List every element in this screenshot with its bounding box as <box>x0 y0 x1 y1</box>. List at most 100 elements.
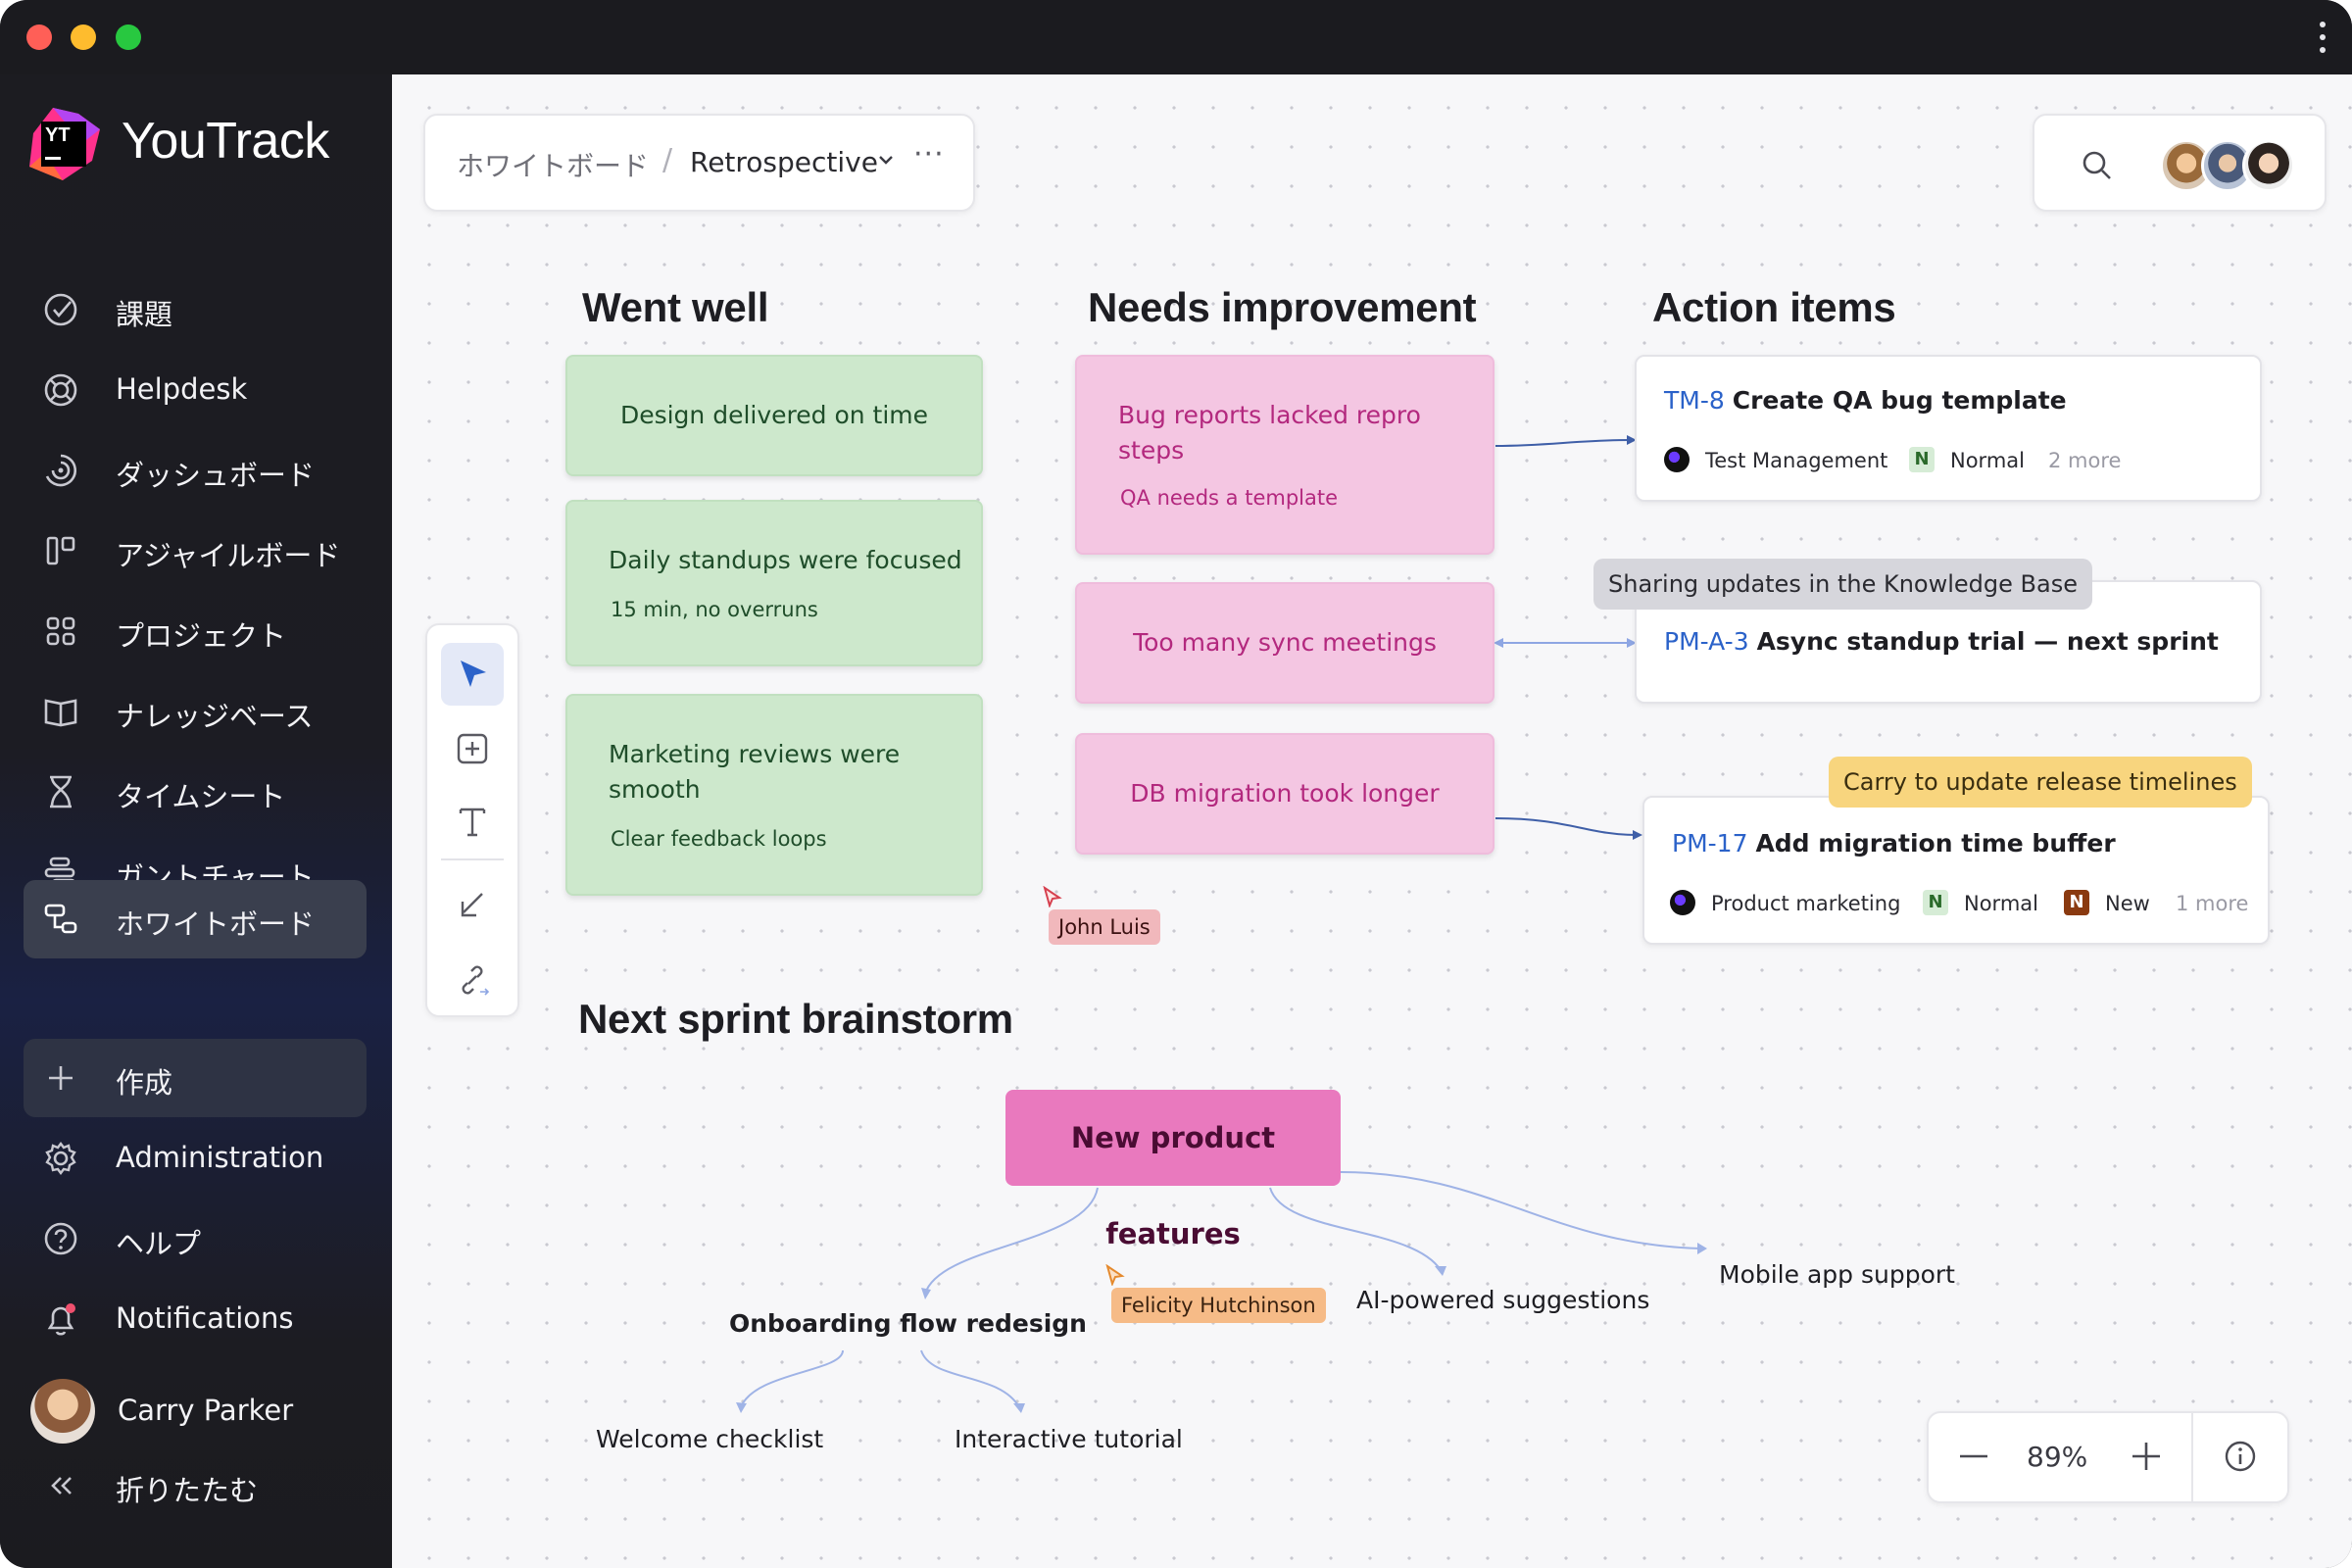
breadcrumb-current[interactable]: Retrospective <box>690 146 878 178</box>
info-icon[interactable] <box>2223 1439 2258 1474</box>
project-icon <box>1670 890 1695 915</box>
sticky-text: Too many sync meetings <box>1133 628 1437 657</box>
sticky-note[interactable]: Marketing reviews were smooth Clear feed… <box>565 694 983 896</box>
section-title-action-items: Action items <box>1652 284 1896 330</box>
issue-card[interactable]: TM-8 Create QA bug template Test Managem… <box>1635 355 2262 502</box>
zoom-in-button[interactable] <box>2129 1439 2164 1474</box>
mindmap-node[interactable]: Onboarding flow redesign <box>729 1309 1087 1338</box>
add-element-tool[interactable] <box>441 717 504 780</box>
issue-title[interactable]: PM-17 Add migration time buffer <box>1672 829 2116 858</box>
breadcrumb-root[interactable]: ホワイトボード <box>457 150 650 182</box>
sidebar-item-timesheets[interactable]: タイムシート <box>24 753 367 831</box>
sticky-text: DB migration took longer <box>1130 779 1440 808</box>
collapse-button[interactable]: 折りたたむ <box>24 1446 367 1525</box>
issue-id[interactable]: TM-8 <box>1664 386 1725 415</box>
svg-text:YT: YT <box>45 124 71 146</box>
zoom-controls: 89% <box>1927 1411 2289 1503</box>
sidebar-item-knowledge-base[interactable]: ナレッジベース <box>24 672 367 751</box>
collaborator-avatar[interactable] <box>2242 139 2295 192</box>
issue-project: Test Management <box>1705 449 1888 472</box>
sidebar-item-helpdesk[interactable]: Helpdesk <box>24 351 367 429</box>
sticky-note[interactable]: Bug reports lacked repro steps QA needs … <box>1075 355 1494 555</box>
brand-name[interactable]: YouTrack <box>122 113 329 170</box>
close-window-button[interactable] <box>26 24 52 50</box>
section-title-brainstorm: Next sprint brainstorm <box>578 996 1013 1042</box>
section-title-went-well: Went well <box>582 284 769 330</box>
more-fields-link[interactable]: 1 more <box>2176 892 2249 915</box>
import-tool[interactable] <box>441 874 504 937</box>
avatar[interactable] <box>30 1379 95 1444</box>
sidebar-item-notifications[interactable]: Notifications <box>24 1280 367 1358</box>
book-icon <box>44 699 77 727</box>
sticky-text: Bug reports lacked repro steps <box>1118 401 1421 465</box>
sticky-note[interactable]: Daily standups were focused 15 min, no o… <box>565 500 983 666</box>
sidebar-item-issues[interactable]: 課題 <box>24 270 367 349</box>
sidebar-item-projects[interactable]: プロジェクト <box>24 592 367 670</box>
remote-cursor-icon <box>1043 886 1062 907</box>
cursor-label: Felicity Hutchinson <box>1111 1288 1326 1323</box>
user-name: Carry Parker <box>118 1394 294 1427</box>
sidebar-item-whiteboards[interactable]: ホワイトボード <box>24 880 367 958</box>
collapse-label: 折りたたむ <box>116 1474 259 1507</box>
divider <box>2191 1413 2193 1501</box>
issue-card[interactable]: PM-17 Add migration time buffer Product … <box>1642 796 2270 945</box>
section-title-needs-improvement: Needs improvement <box>1088 284 1477 330</box>
create-button[interactable]: 作成 <box>24 1039 367 1117</box>
plus-square-icon <box>457 733 488 764</box>
more-options-button[interactable]: ··· <box>913 137 945 172</box>
chevron-down-icon[interactable] <box>875 149 897 171</box>
issue-title[interactable]: TM-8 Create QA bug template <box>1664 386 2067 415</box>
mindmap-node[interactable]: AI-powered suggestions <box>1356 1286 1650 1314</box>
dashboard-icon <box>45 454 77 487</box>
sticky-note[interactable]: DB migration took longer <box>1075 733 1494 855</box>
agile-board-icon <box>46 536 75 565</box>
sidebar-item-label: プロジェクト <box>116 619 287 653</box>
plus-icon <box>49 1066 73 1090</box>
sidebar-item-dashboards[interactable]: ダッシュボード <box>24 431 367 510</box>
sidebar-item-label: Administration <box>116 1141 324 1174</box>
zoom-level: 89% <box>2027 1441 2088 1473</box>
issue-summary: Async standup trial — next sprint <box>1756 627 2219 656</box>
breadcrumb: ホワイトボード / Retrospective ··· <box>423 114 975 212</box>
sidebar-item-label: 課題 <box>116 298 173 331</box>
issue-id[interactable]: PM-17 <box>1672 829 1748 858</box>
search-icon[interactable] <box>2080 148 2115 183</box>
zoom-out-button[interactable] <box>1956 1439 1991 1474</box>
minimize-window-button[interactable] <box>71 24 96 50</box>
issue-id[interactable]: PM-A-3 <box>1664 627 1749 656</box>
sticky-subtext: Clear feedback loops <box>611 827 827 851</box>
link-tool[interactable] <box>441 949 504 1011</box>
sidebar-item-label: アジャイルボード <box>116 539 341 572</box>
projects-icon <box>46 616 75 646</box>
issue-title[interactable]: PM-A-3 Async standup trial — next sprint <box>1664 627 2219 656</box>
issue-priority: Normal <box>1964 892 2038 915</box>
youtrack-logo-icon[interactable]: YT <box>24 104 104 184</box>
mindmap-node[interactable]: Mobile app support <box>1719 1260 1955 1289</box>
sidebar-item-label: ヘルプ <box>116 1227 202 1260</box>
arrow-down-left-icon <box>461 893 483 917</box>
sidebar-item-agile-boards[interactable]: アジャイルボード <box>24 512 367 590</box>
mindmap-root-node[interactable]: New product features <box>1005 1090 1341 1250</box>
comment-tag[interactable]: Sharing updates in the Knowledge Base <box>1593 559 2092 610</box>
sticky-note[interactable]: Too many sync meetings <box>1075 582 1494 704</box>
hourglass-icon <box>50 775 72 808</box>
mindmap-node[interactable]: Welcome checklist <box>596 1425 824 1453</box>
text-icon <box>459 808 486 837</box>
window-menu-icon[interactable] <box>2319 22 2327 53</box>
sidebar-item-label: ダッシュボード <box>116 459 316 492</box>
sidebar-item-label: ホワイトボード <box>116 907 316 941</box>
top-right-toolbar <box>2033 114 2327 212</box>
whiteboard-icon <box>44 904 77 934</box>
select-tool[interactable] <box>441 643 504 706</box>
sidebar-item-administration[interactable]: Administration <box>24 1119 367 1198</box>
text-tool[interactable] <box>441 790 504 853</box>
sticky-note[interactable]: Design delivered on time <box>565 355 983 476</box>
sticky-text: Design delivered on time <box>619 401 929 429</box>
mindmap-node[interactable]: Interactive tutorial <box>955 1425 1183 1453</box>
comment-tag[interactable]: Carry to update release timelines <box>1829 757 2252 808</box>
more-fields-link[interactable]: 2 more <box>2048 449 2122 472</box>
maximize-window-button[interactable] <box>116 24 141 50</box>
sidebar-item-help[interactable]: ヘルプ <box>24 1200 367 1278</box>
tool-palette <box>425 623 519 1017</box>
